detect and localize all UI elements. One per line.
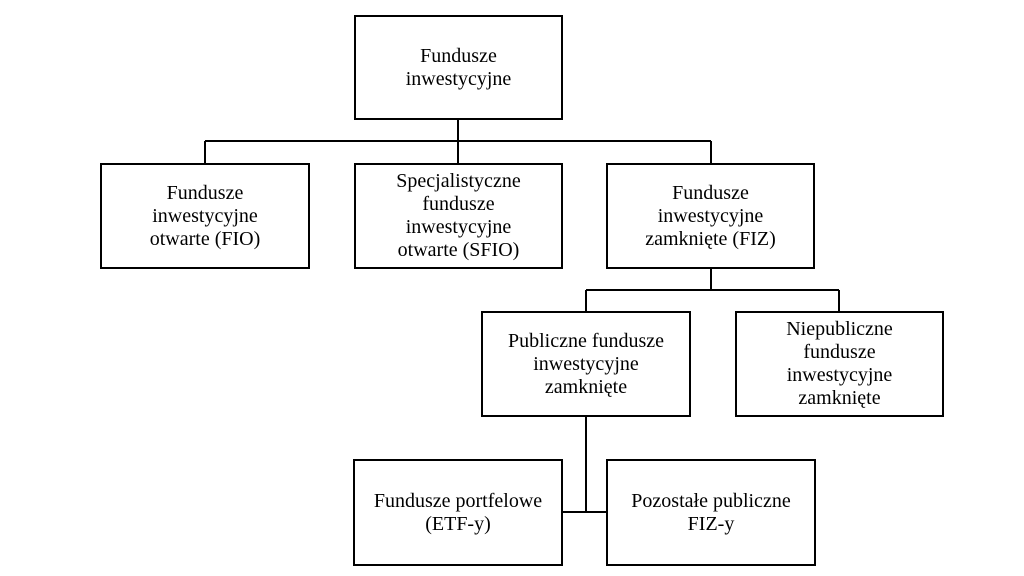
node-label-line: zamknięte (FIZ)	[645, 227, 776, 250]
node-label-line: Fundusze	[166, 181, 244, 204]
node-label-line: Fundusze portfelowe	[373, 489, 543, 512]
node-label-line: inwestycyjne	[533, 352, 639, 375]
node-label-line: Pozostałe publiczne	[631, 489, 791, 512]
node-label-line: Fundusze	[420, 44, 497, 67]
node-label-line: Fundusze	[672, 181, 749, 204]
node-label-line: otwarte (FIO)	[149, 227, 261, 250]
node-label: Fundusze portfelowe(ETF-y)	[374, 490, 542, 536]
node-label-line: Specjalistyczne	[396, 170, 521, 192]
node-label-line: Publiczne fundusze	[507, 329, 665, 352]
node-label-line: zamknięte	[798, 387, 881, 409]
node-label-line: inwestycyjne	[152, 204, 258, 227]
node-etf: Fundusze portfelowe(ETF-y)	[353, 459, 563, 566]
node-label-line: inwestycyjne	[405, 67, 512, 90]
node-label-line: otwarte (SFIO)	[397, 239, 520, 261]
node-label-line: Niepubliczne	[786, 318, 893, 340]
node-label-line: inwestycyjne	[405, 216, 512, 238]
node-label-line: FIZ-y	[687, 512, 735, 535]
node-label-line: inwestycyjne	[786, 364, 893, 386]
node-label-line: fundusze	[803, 341, 876, 363]
node-label-line: zamknięte	[544, 375, 628, 398]
node-label-line: (ETF-y)	[425, 512, 491, 535]
node-label-line: fundusze	[422, 193, 495, 215]
node-label-line: inwestycyjne	[657, 204, 764, 227]
